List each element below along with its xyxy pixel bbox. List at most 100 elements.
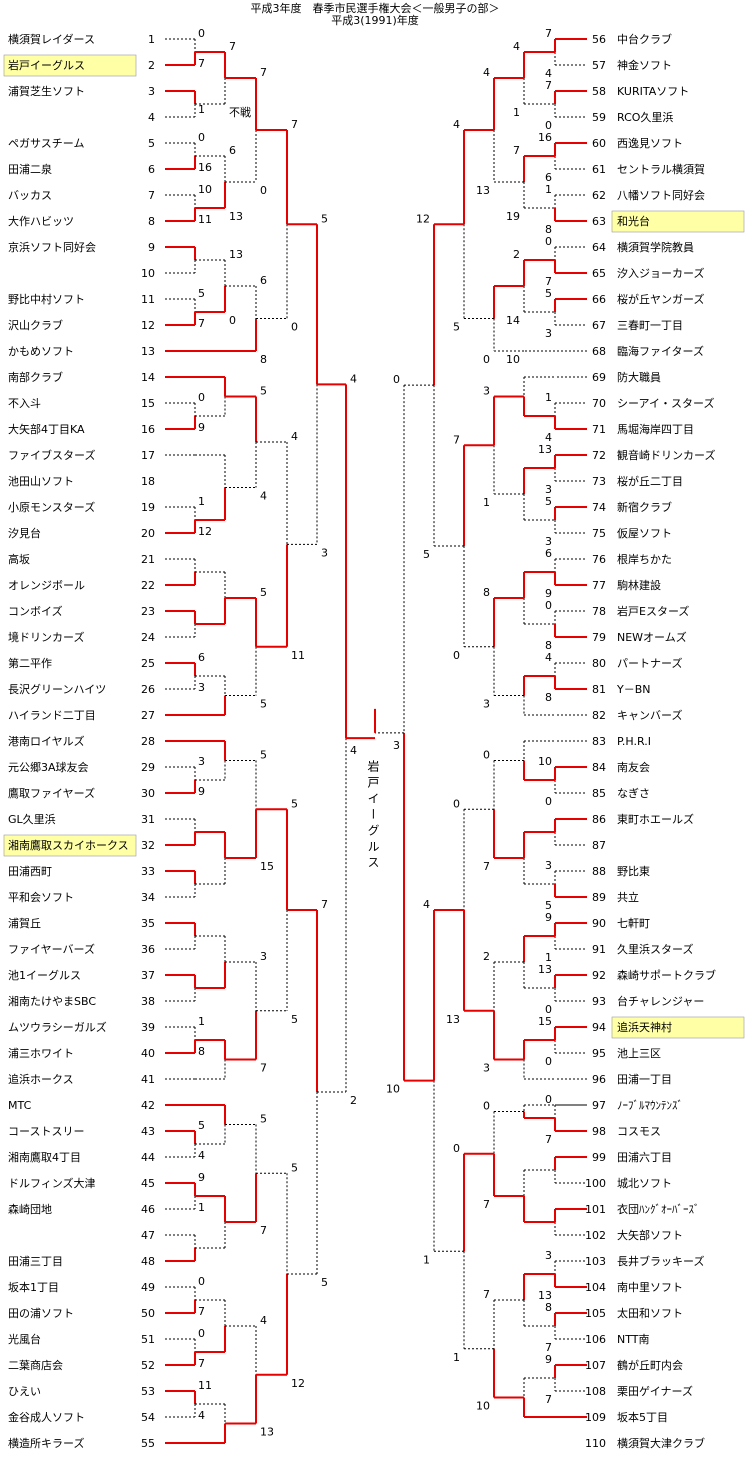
seed-number: 54 — [141, 1411, 155, 1424]
seed-number: 43 — [141, 1125, 155, 1138]
team-name: オレンジボール — [8, 579, 85, 592]
match-score: 3 — [483, 698, 490, 711]
match-score: 7 — [198, 1305, 205, 1318]
team-name: 三春町一丁目 — [617, 319, 683, 332]
match-score: 7 — [229, 40, 236, 53]
match-score: 5 — [545, 287, 552, 300]
seed-number: 33 — [141, 865, 155, 878]
seed-number: 31 — [141, 813, 155, 826]
seed-number: 48 — [141, 1255, 155, 1268]
match-score: 0 — [198, 1327, 205, 1340]
match-score: 7 — [260, 66, 267, 79]
seed-number: 110 — [585, 1437, 606, 1450]
seed-number: 57 — [592, 59, 606, 72]
seed-number: 92 — [592, 969, 606, 982]
highlighted-team-box — [611, 1016, 745, 1039]
match-score: 7 — [453, 433, 460, 446]
seed-number: 87 — [592, 839, 606, 852]
match-score: 3 — [321, 546, 328, 559]
match-score: 0 — [545, 235, 552, 248]
seed-number: 46 — [141, 1203, 155, 1216]
seed-number: 6 — [148, 163, 155, 176]
match-score: 3 — [198, 755, 205, 768]
match-score: 13 — [229, 248, 243, 261]
match-score: 16 — [198, 161, 212, 174]
team-name: 第二平作 — [8, 656, 52, 670]
team-name: 沢山クラブ — [8, 318, 63, 332]
team-name: GL久里浜 — [8, 813, 56, 826]
match-score: 15 — [538, 1015, 552, 1028]
seed-number: 8 — [148, 215, 155, 228]
team-name: キャンバーズ — [617, 708, 682, 722]
team-name: 神金ソフト — [617, 58, 672, 72]
match-score: 5 — [545, 495, 552, 508]
match-score: 4 — [453, 118, 460, 131]
seed-number: 88 — [592, 865, 606, 878]
team-name: セントラル横須賀 — [617, 162, 705, 176]
match-score: 8 — [545, 691, 552, 704]
team-name: 南中里ソフト — [617, 1281, 683, 1294]
match-score: 0 — [229, 314, 236, 327]
seed-number: 66 — [592, 293, 606, 306]
team-name: ドルフィンズ大津 — [8, 1176, 96, 1190]
match-score: 5 — [321, 212, 328, 225]
team-name: 田浦六丁目 — [617, 1151, 672, 1164]
seed-number: 32 — [141, 839, 155, 852]
match-score: 1 — [545, 951, 552, 964]
match-score: 5 — [260, 385, 267, 398]
team-name: 大矢部ソフト — [617, 1228, 683, 1242]
team-name: 坂本1丁目 — [8, 1280, 59, 1294]
team-name: 七軒町 — [617, 917, 650, 930]
team-name: 追浜ホークス — [8, 1072, 74, 1086]
match-score: 13 — [229, 210, 243, 223]
match-score: 5 — [545, 899, 552, 912]
seed-number: 95 — [592, 1047, 606, 1060]
team-name: 根岸ちかた — [617, 552, 672, 566]
match-score: 0 — [545, 1003, 552, 1016]
seed-number: 75 — [592, 527, 606, 540]
match-score: 7 — [483, 1198, 490, 1211]
team-name: 港南ロイヤルズ — [8, 734, 85, 748]
team-name: 臨海ファイターズ — [617, 344, 704, 358]
match-score: 5 — [260, 698, 267, 711]
seed-number: 79 — [592, 631, 606, 644]
seed-number: 65 — [592, 267, 606, 280]
team-name: 森崎サポートクラブ — [617, 968, 716, 982]
champion-name: 岩戸イーグルス — [366, 759, 380, 872]
match-score: 10 — [386, 1083, 400, 1096]
match-score: 8 — [545, 1301, 552, 1314]
team-name: 太田和ソフト — [617, 1307, 683, 1320]
bracket-lines — [165, 38, 587, 1444]
seed-number: 98 — [592, 1125, 606, 1138]
match-score: 0 — [453, 649, 460, 662]
team-name: 観音崎ドリンカーズ — [617, 448, 715, 462]
seed-number: 24 — [141, 631, 155, 644]
match-score: 10 — [476, 1400, 490, 1413]
seed-number: 67 — [592, 319, 606, 332]
team-name: 共立 — [617, 890, 639, 904]
seed-number: 20 — [141, 527, 155, 540]
seed-number: 71 — [592, 423, 606, 436]
match-score: 7 — [545, 275, 552, 288]
match-score: 7 — [198, 57, 205, 70]
match-score: 10 — [198, 183, 212, 196]
match-score: 5 — [260, 586, 267, 599]
team-name: 大矢部4丁目KA — [8, 422, 85, 436]
seed-number: 97 — [592, 1099, 606, 1112]
match-score: 0 — [545, 1093, 552, 1106]
seed-number: 61 — [592, 163, 606, 176]
match-score: 4 — [260, 1314, 267, 1327]
match-score: 5 — [291, 1161, 298, 1174]
match-score: 13 — [260, 1426, 274, 1439]
match-score: 6 — [198, 651, 205, 664]
tournament-title: 平成3年度 春季市民選手権大会＜一般男子の部＞ — [251, 1, 500, 15]
seed-number: 56 — [592, 33, 606, 46]
seed-number: 89 — [592, 891, 606, 904]
seed-number: 38 — [141, 995, 155, 1008]
seed-number: 68 — [592, 345, 606, 358]
match-score: 6 — [545, 171, 552, 184]
match-score: 1 — [483, 496, 490, 509]
team-name: 汐見台 — [8, 526, 41, 540]
team-name: 栗田ゲイナーズ — [617, 1384, 693, 1398]
team-name: 久里浜スターズ — [617, 942, 693, 956]
